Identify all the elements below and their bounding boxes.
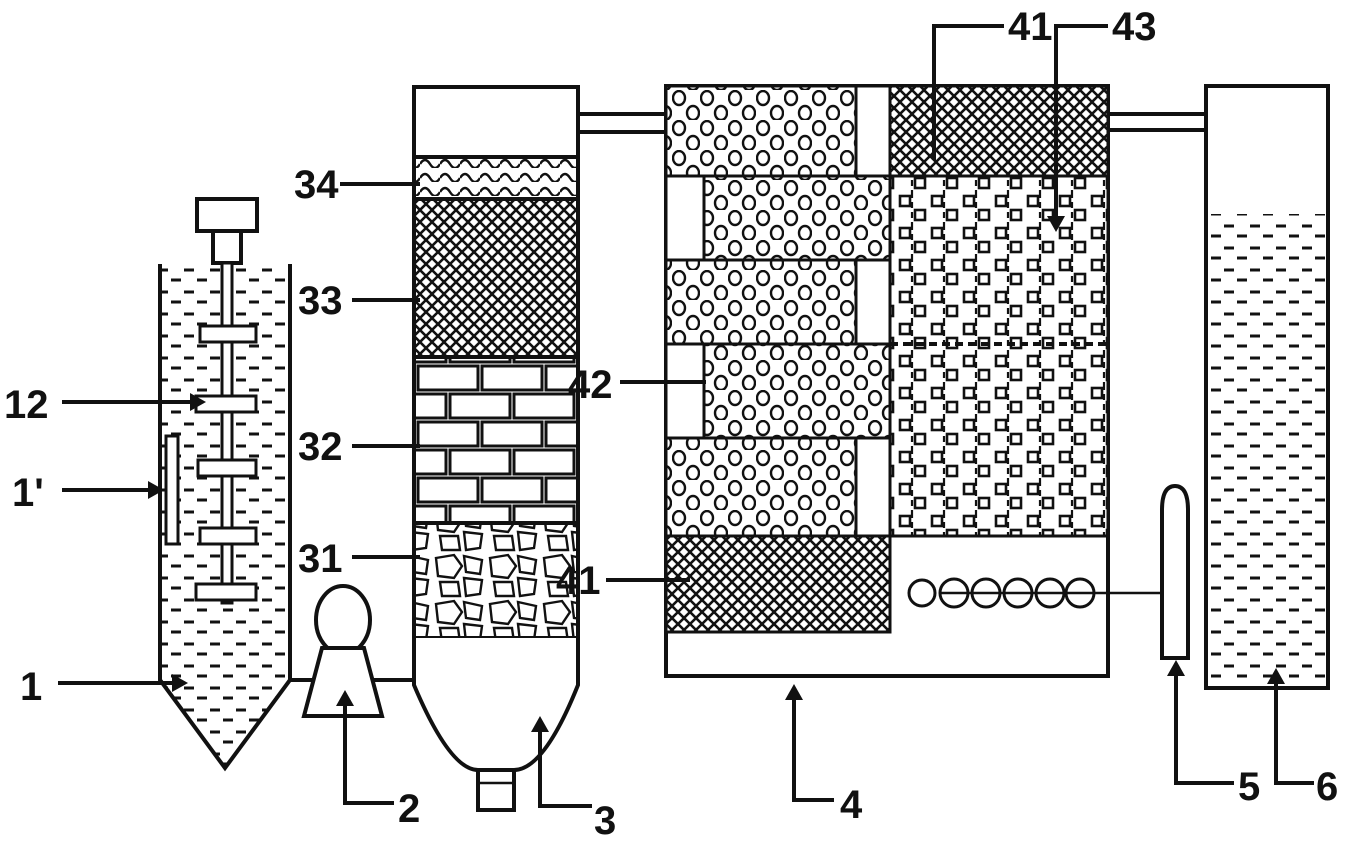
layer-41-top xyxy=(888,84,1110,178)
layer-41-bottom xyxy=(664,534,892,634)
label-3: 3 xyxy=(594,799,616,843)
tank-6 xyxy=(1204,84,1330,690)
label-2: 2 xyxy=(398,787,420,831)
label-4: 4 xyxy=(840,783,863,827)
aerator-icon xyxy=(907,577,1096,609)
layer-32 xyxy=(412,355,580,525)
leader-lines xyxy=(58,24,1314,808)
label-41-bottom: 41 xyxy=(556,559,601,603)
label-32: 32 xyxy=(298,425,343,469)
label-1-prime: 1' xyxy=(12,471,44,515)
label-12: 12 xyxy=(4,383,49,427)
label-34: 34 xyxy=(294,163,339,207)
pipe-column-reactor xyxy=(578,112,666,134)
layer-33 xyxy=(412,197,580,359)
pipe-reactor-tank xyxy=(1108,112,1206,132)
label-5: 5 xyxy=(1238,765,1260,809)
label-33: 33 xyxy=(298,279,343,323)
tank-1 xyxy=(158,197,292,772)
layer-31 xyxy=(412,521,580,640)
motor-icon xyxy=(195,197,259,233)
label-41-top: 41 xyxy=(1008,5,1053,49)
module-43 xyxy=(888,174,1110,538)
pump-2 xyxy=(301,584,385,718)
blower-5 xyxy=(1160,483,1190,660)
layer-34 xyxy=(412,155,580,201)
stirrer-shaft xyxy=(220,261,234,605)
label-1: 1 xyxy=(20,665,42,709)
label-42: 42 xyxy=(568,363,613,407)
column-3 xyxy=(412,85,580,812)
label-43: 43 xyxy=(1112,5,1157,49)
drain-outlet xyxy=(476,768,516,812)
labels: 1 1' 12 2 3 34 33 32 31 41 42 41 43 4 5 … xyxy=(4,5,1338,843)
label-6: 6 xyxy=(1316,765,1338,809)
tank-probe xyxy=(164,434,180,546)
label-31: 31 xyxy=(298,537,343,581)
reactor-4 xyxy=(664,84,1110,678)
stirrer-blades xyxy=(194,324,258,602)
